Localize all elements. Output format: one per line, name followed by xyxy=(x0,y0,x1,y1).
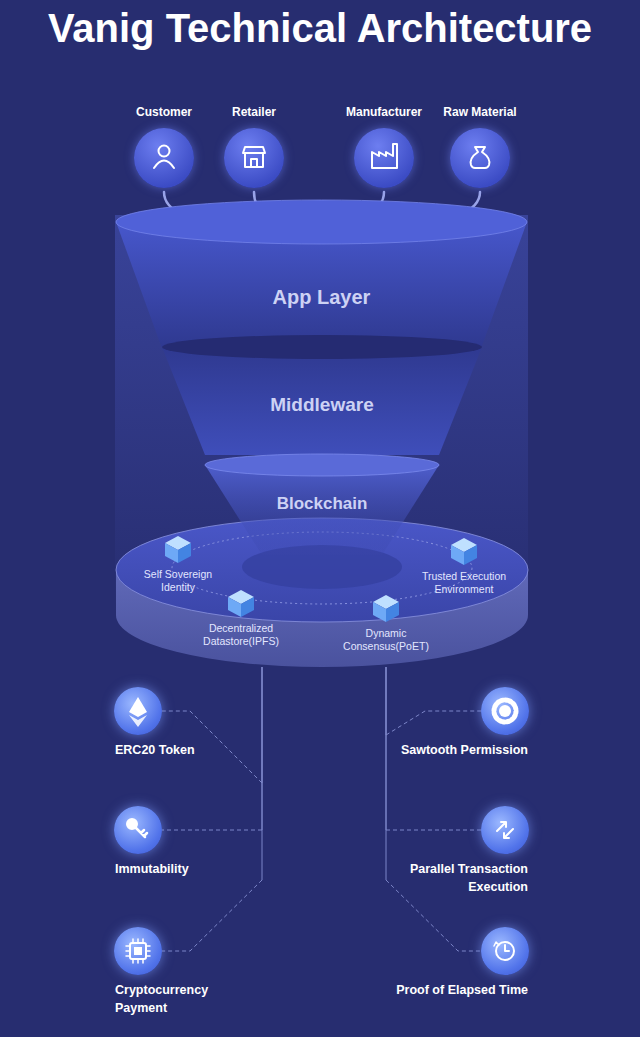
funnel-rim xyxy=(205,454,439,476)
feature-circle: Parallel Transaction Execution xyxy=(481,806,529,854)
component-label: Dynamic Consensus(PoET) xyxy=(336,627,436,653)
sawtooth-icon xyxy=(494,700,516,722)
feature-connector xyxy=(386,667,481,735)
funnel-rim xyxy=(116,200,527,244)
component-cube: Decentralized Datastore(IPFS) xyxy=(227,589,255,617)
cube-icon xyxy=(164,535,192,563)
layer-band: Middleware xyxy=(160,345,484,463)
feature-connector xyxy=(162,667,262,783)
layer-label: Middleware xyxy=(160,394,484,416)
bag-icon xyxy=(471,147,490,168)
cube-icon xyxy=(372,594,400,622)
connector-branch xyxy=(162,830,262,831)
connector-branch xyxy=(386,711,481,735)
feature-circle: Proof of Elapsed Time xyxy=(481,927,529,975)
component-cube: Trusted Execution Environment xyxy=(450,537,478,565)
ethereum-icon xyxy=(129,697,147,727)
feature-circle: Cryptocurrency Payment xyxy=(114,927,162,975)
layer-label: Blockchain xyxy=(112,494,532,514)
diagram-title: Vanig Technical Architecture xyxy=(0,4,640,52)
key-icon xyxy=(127,819,147,837)
actor-label: Retailer xyxy=(232,105,276,119)
actor-circle: Retailer xyxy=(224,128,284,188)
actor-label: Manufacturer xyxy=(346,105,422,119)
person-icon xyxy=(154,146,174,169)
component-cube: Dynamic Consensus(PoET) xyxy=(372,594,400,622)
actor-circle: Customer xyxy=(134,128,194,188)
cube-icon xyxy=(450,537,478,565)
feature-label: Parallel Transaction Execution xyxy=(378,860,528,896)
component-label: Self Sovereign Identity xyxy=(128,568,228,594)
connector-trunk xyxy=(386,667,387,880)
feature-label: Cryptocurrency Payment xyxy=(115,981,225,1017)
actor-label: Raw Material xyxy=(443,105,516,119)
layer-shape xyxy=(115,200,528,352)
feature-connector xyxy=(162,667,262,951)
funnel-glow xyxy=(115,215,528,615)
actor-circle: Manufacturer xyxy=(354,128,414,188)
layer-band: BlockchainSelf Sovereign IdentityTrusted… xyxy=(112,455,532,667)
connector-branch xyxy=(162,880,262,951)
feature-label: ERC20 Token xyxy=(115,741,225,759)
cube-icon xyxy=(227,589,255,617)
connector-branch xyxy=(386,830,481,831)
chip-icon xyxy=(126,939,150,963)
feature-label: Immutability xyxy=(115,860,225,878)
parallel-arrows-icon xyxy=(497,822,513,838)
feature-connector xyxy=(386,667,481,951)
component-cube: Self Sovereign Identity xyxy=(164,535,192,563)
component-label: Decentralized Datastore(IPFS) xyxy=(191,622,291,648)
actor-circle: Raw Material xyxy=(450,128,510,188)
funnel-hole xyxy=(162,335,482,359)
feature-circle: Sawtooth Permission xyxy=(481,687,529,735)
actor-label: Customer xyxy=(136,105,192,119)
feature-label: Sawtooth Permission xyxy=(378,741,528,759)
shop-icon xyxy=(243,147,265,167)
feature-circle: Immutability xyxy=(114,806,162,854)
layer-band: App Layer xyxy=(115,200,528,352)
factory-icon xyxy=(372,144,397,168)
feature-circle: ERC20 Token xyxy=(114,687,162,735)
feature-label: Proof of Elapsed Time xyxy=(378,981,528,999)
connector-branch xyxy=(386,880,481,951)
clock-icon xyxy=(494,942,514,960)
layer-label: App Layer xyxy=(115,286,528,309)
connector-trunk xyxy=(262,667,263,880)
component-label: Trusted Execution Environment xyxy=(414,570,514,596)
